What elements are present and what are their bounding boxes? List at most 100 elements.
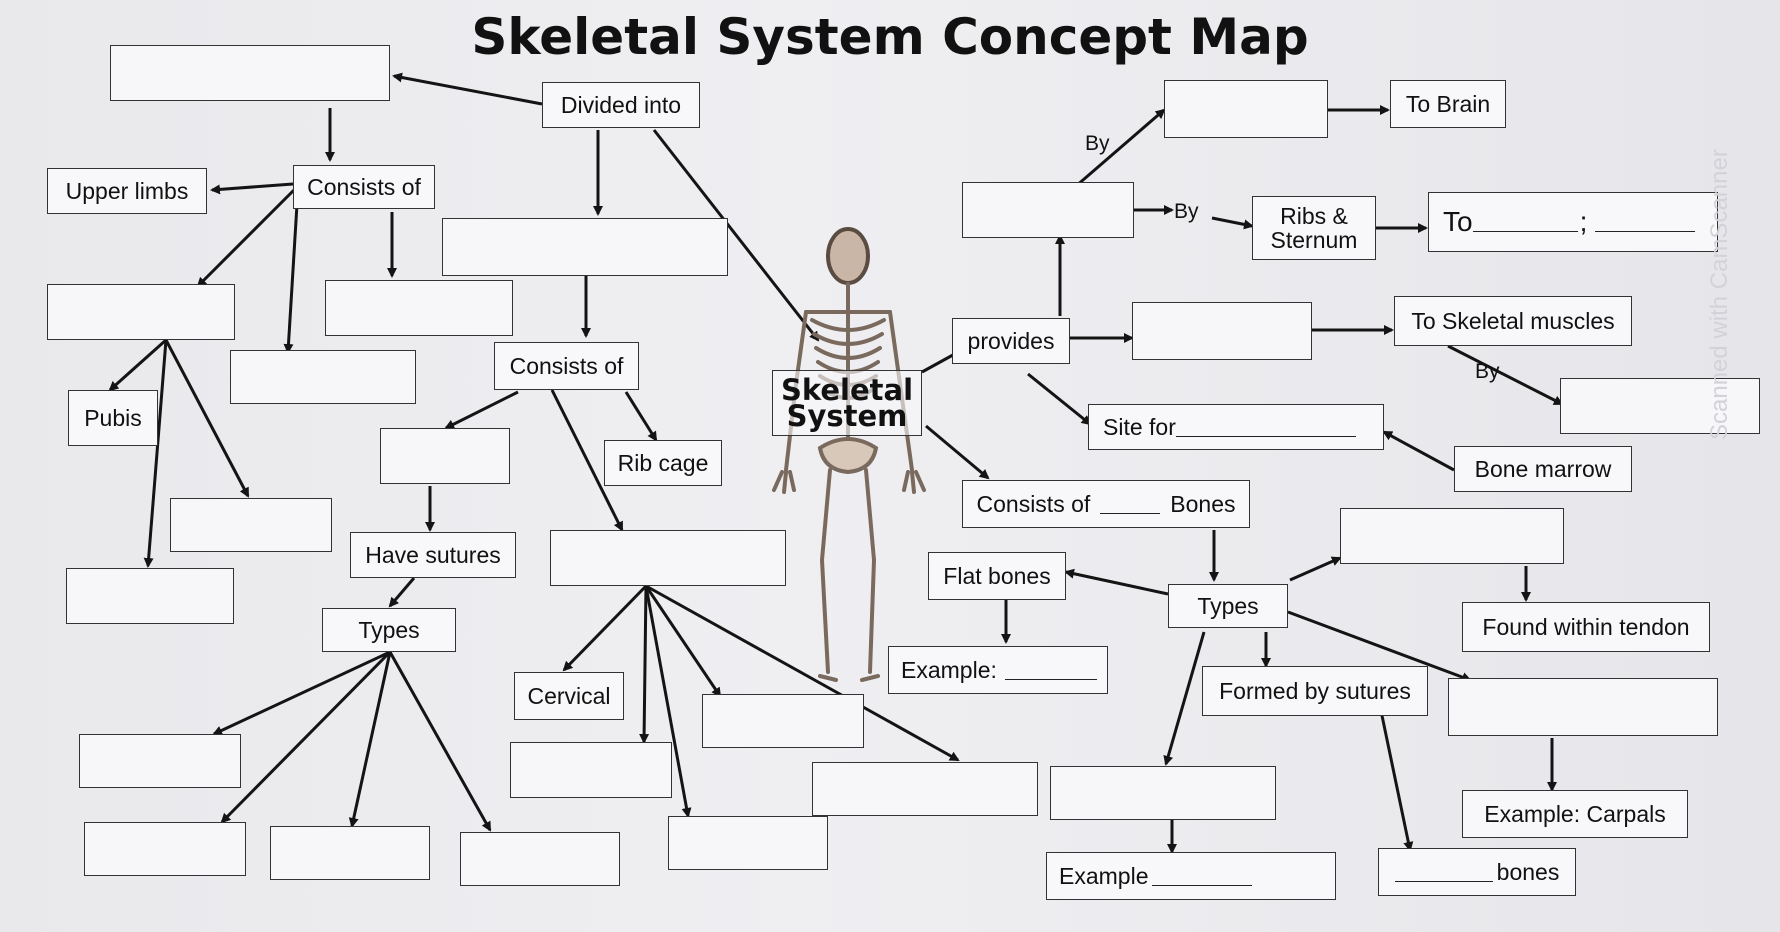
consists-of-text: Consists of bbox=[976, 491, 1091, 517]
label-pubis: Pubis bbox=[68, 390, 158, 446]
label-to-blanks: To ; bbox=[1428, 192, 1718, 252]
connector-arrow-26 bbox=[645, 584, 960, 762]
label-by-3: By bbox=[1475, 360, 1500, 383]
label-by-1: By bbox=[1085, 132, 1110, 155]
label-formed-by-sutures: Formed by sutures bbox=[1202, 666, 1428, 716]
to-prefix: To bbox=[1443, 206, 1473, 237]
bones-count-blank[interactable] bbox=[1100, 495, 1161, 514]
blank-box-left-2[interactable] bbox=[325, 280, 513, 336]
label-consists-of-bones: Consists of Bones bbox=[962, 480, 1250, 528]
label-have-sutures: Have sutures bbox=[350, 532, 516, 578]
connector-arrow-3 bbox=[210, 182, 294, 195]
label-ribs-sternum: Ribs & Sternum bbox=[1252, 196, 1376, 260]
label-flat-bones: Flat bones bbox=[928, 552, 1066, 600]
connector-arrow-41 bbox=[1064, 568, 1169, 596]
blank-box-right-7[interactable] bbox=[1050, 766, 1276, 820]
blank-box-left-14[interactable] bbox=[270, 826, 430, 880]
example-colon-blank[interactable] bbox=[1004, 661, 1097, 680]
example-blank[interactable] bbox=[1152, 867, 1253, 886]
label-rib-cage: Rib cage bbox=[604, 440, 722, 486]
center-node-skeletal-system: Skeletal System bbox=[772, 370, 922, 436]
label-bones-blank: bones bbox=[1378, 848, 1576, 896]
label-consists-of-1: Consists of bbox=[293, 165, 435, 209]
blank-box-left-12[interactable] bbox=[812, 762, 1038, 816]
label-to-skeletal-muscles: To Skeletal muscles bbox=[1394, 296, 1632, 346]
site-for-text: Site for bbox=[1103, 414, 1176, 440]
label-to-brain: To Brain bbox=[1390, 80, 1506, 128]
label-found-within-tendon: Found within tendon bbox=[1462, 602, 1710, 652]
to-separator: ; bbox=[1579, 206, 1588, 237]
blank-box-left-6[interactable] bbox=[170, 498, 332, 552]
blank-box-right-3[interactable] bbox=[1132, 302, 1312, 360]
label-bone-marrow: Bone marrow bbox=[1454, 446, 1632, 492]
connector-arrow-24 bbox=[644, 585, 722, 698]
connector-arrow-45 bbox=[1287, 610, 1472, 682]
label-consists-of-2: Consists of bbox=[494, 342, 639, 390]
blank-box-left-3[interactable] bbox=[442, 218, 728, 276]
blank-box-left-1[interactable] bbox=[47, 284, 235, 340]
label-upper-limbs: Upper limbs bbox=[47, 168, 207, 214]
label-provides: provides bbox=[952, 318, 1070, 364]
connector-arrow-5 bbox=[283, 187, 300, 354]
connector-arrow-19 bbox=[220, 650, 392, 824]
connector-arrow-4 bbox=[196, 184, 300, 288]
connector-arrow-37 bbox=[1027, 372, 1092, 426]
connector-arrow-10 bbox=[444, 390, 519, 430]
label-types-1: Types bbox=[322, 608, 456, 652]
connector-arrow-22 bbox=[562, 584, 648, 672]
connector-arrow-23 bbox=[639, 585, 650, 744]
connector-arrow-14 bbox=[388, 577, 416, 608]
blank-box-right-4[interactable] bbox=[1560, 378, 1760, 434]
label-example-blank: Example bbox=[1046, 852, 1336, 900]
connector-arrow-38 bbox=[1382, 430, 1455, 472]
connector-arrow-46 bbox=[1163, 631, 1206, 766]
connector-arrow-32 bbox=[1211, 216, 1254, 230]
blank-box-right-5[interactable] bbox=[1340, 508, 1564, 564]
blank-box-left-9[interactable] bbox=[702, 694, 864, 748]
label-by-2: By bbox=[1174, 200, 1199, 223]
connector-arrow-15 bbox=[108, 338, 167, 392]
connector-arrow-20 bbox=[348, 651, 392, 828]
blank-box-left-5[interactable] bbox=[380, 428, 510, 484]
connector-arrow-18 bbox=[212, 650, 391, 736]
connector-arrow-39 bbox=[925, 424, 990, 480]
blank-box-left-16[interactable] bbox=[668, 816, 828, 870]
connector-arrow-12 bbox=[624, 391, 658, 442]
to-blank-2[interactable] bbox=[1595, 213, 1696, 232]
example-colon-text: Example: bbox=[901, 657, 997, 683]
label-example-carpals: Example: Carpals bbox=[1462, 790, 1688, 838]
site-for-blank[interactable] bbox=[1175, 418, 1356, 437]
blank-box-left-7[interactable] bbox=[550, 530, 786, 586]
bones-plain-text: bones bbox=[1496, 859, 1560, 885]
label-site-for: Site for bbox=[1088, 404, 1384, 450]
blank-box-left-10[interactable] bbox=[79, 734, 241, 788]
blank-box-left-8[interactable] bbox=[66, 568, 234, 624]
connector-arrow-11 bbox=[550, 389, 624, 532]
page-title: Skeletal System Concept Map bbox=[471, 8, 1309, 66]
blank-box-left-13[interactable] bbox=[84, 822, 246, 876]
blank-box-left-11[interactable] bbox=[510, 742, 672, 798]
connector-arrow-36 bbox=[1447, 344, 1564, 406]
connector-arrow-17 bbox=[143, 339, 168, 568]
bones-text: Bones bbox=[1170, 491, 1236, 517]
blank-box-right-6[interactable] bbox=[1448, 678, 1718, 736]
connector-arrow-16 bbox=[164, 339, 250, 498]
label-divided-into: Divided into bbox=[542, 82, 700, 128]
blank-box-left-4[interactable] bbox=[230, 350, 416, 404]
connector-arrow-21 bbox=[388, 651, 492, 832]
blank-box-divisions[interactable] bbox=[110, 45, 390, 101]
bones-type-blank[interactable] bbox=[1394, 863, 1493, 882]
to-blank-1[interactable] bbox=[1472, 213, 1578, 232]
label-types-2: Types bbox=[1168, 584, 1288, 628]
blank-box-left-15[interactable] bbox=[460, 832, 620, 886]
connector-arrow-25 bbox=[644, 585, 692, 818]
blank-box-right-2[interactable] bbox=[962, 182, 1134, 238]
label-example-colon: Example: bbox=[888, 646, 1108, 694]
connector-arrow-43 bbox=[1289, 556, 1342, 582]
blank-box-right-1[interactable] bbox=[1164, 80, 1328, 138]
example-plain-text: Example bbox=[1059, 863, 1149, 889]
scanner-watermark: Scanned with CamScanner bbox=[1706, 149, 1733, 440]
connector-arrow-1 bbox=[392, 72, 543, 106]
